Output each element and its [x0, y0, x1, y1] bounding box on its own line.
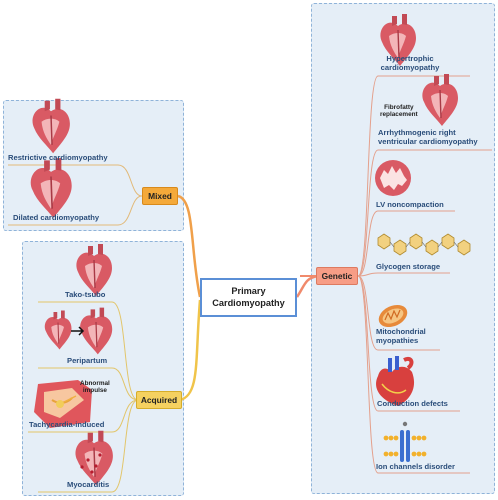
- mixed-branch-line: [177, 194, 202, 298]
- dilated-heart-icon: [29, 157, 73, 219]
- lv-noncompaction-icon: [375, 160, 411, 196]
- primary-cardiomyopathy-node[interactable]: Primary Cardiomyopathy: [200, 278, 297, 317]
- takotsubo-heart-icon: [75, 243, 113, 297]
- myocarditis-heart-icon: [74, 429, 114, 487]
- myocarditis-label: Myocarditis: [67, 480, 110, 489]
- acquired-branch-line: [179, 299, 202, 402]
- peripartum-heart-large-icon: [79, 306, 113, 356]
- glycogen-storage-label: Glycogen storage: [376, 262, 441, 271]
- mixed-tag[interactable]: Mixed: [142, 187, 178, 205]
- abnormal-impulse-note: Abnormal impulse: [80, 380, 110, 395]
- tachycardia-heart-icon: [34, 380, 92, 428]
- mitochondrion-icon: [378, 304, 408, 328]
- center-line-1: Primary: [231, 286, 266, 296]
- tachycardia-induced-label: Tachycardia-induced: [29, 420, 105, 429]
- takotsubo-label: Tako-tsubo: [65, 290, 106, 299]
- peripartum-heart-small-icon: [44, 309, 73, 351]
- ion-channel-icon: [383, 421, 427, 462]
- arrow-icon: [71, 326, 85, 336]
- dilated-cardiomyopathy-label: Dilated cardiomyopathy: [13, 213, 100, 222]
- ion-channels-disorder-label: Ion channels disorder: [376, 462, 455, 471]
- hypertrophic-label: Hypertrophic cardiomyopathy: [380, 54, 440, 72]
- fibrofatty-replacement-note: Fibrofatty replacement: [380, 104, 418, 119]
- lv-noncompaction-label: LV noncompaction: [376, 200, 444, 209]
- acquired-tag[interactable]: Acquired: [136, 391, 182, 409]
- glycogen-chain-icon: [377, 233, 471, 256]
- peripartum-label: Peripartum: [67, 356, 108, 365]
- restrictive-heart-icon: [31, 97, 71, 155]
- conduction-defects-label: Conduction defects: [377, 399, 448, 408]
- anatomical-heart-icon: [376, 356, 415, 406]
- genetic-tag[interactable]: Genetic: [316, 267, 358, 285]
- restrictive-cardiomyopathy-label: Restrictive cardiomyopathy: [8, 153, 108, 162]
- mitochondrial-myopathies-label: Mitochondrial myopathies: [376, 327, 426, 345]
- arvc-heart-icon: [421, 73, 459, 127]
- arvc-label: Arrhythmogenic right ventricular cardiom…: [378, 128, 478, 146]
- center-line-2: Cardiomyopathy: [212, 297, 285, 308]
- genetic-branch-line: [295, 274, 319, 298]
